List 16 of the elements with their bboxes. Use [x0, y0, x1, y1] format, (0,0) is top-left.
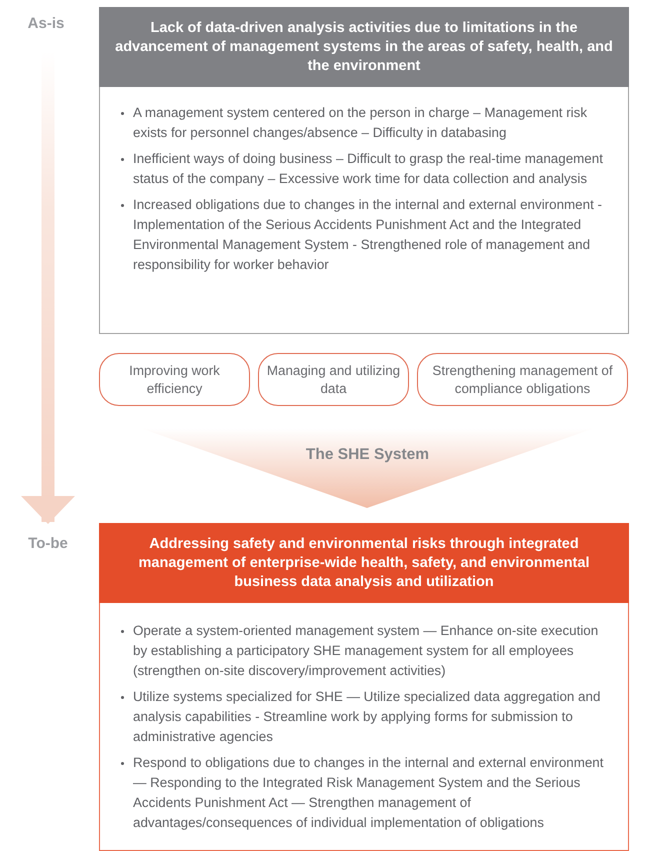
header-text: Lack of data-driven analysis activities due to limitations in the advancement of management systems in the areas of safety, health, and the environment [114, 18, 614, 76]
goal-pill: Strengthening management of compliance obligations [417, 353, 628, 406]
stage-label: To-be [18, 534, 78, 556]
goal-pill: Managing and utilizing data [258, 353, 409, 406]
bullet-text: A management system centered on the person in charge – Management risk exists for personnel changes/absence – Difficulty in databasing [133, 105, 588, 140]
bullet-text: Inefficient ways of doing business – Difficult to grasp the real-time management status of the company – Excessive work time for data collection and analysis [133, 151, 603, 186]
bullet-text: Increased obligations due to changes in the internal and external environment - Implementation of the Serious Accidents Punishment Act and the Integrated Environmental Management System - Strengthened role of management and responsibility for worker behavior [133, 197, 602, 272]
bullet-text: Respond to obligations due to changes in the internal and external environment — Responding to the Integrated Risk Management System and the Serious Accidents Punishment Act — Strengthen management of advantages/consequences of individual implementation of obligations [133, 755, 604, 830]
header-text: Addressing safety and environmental risks through integrated management of enterprise-wide health, safety, and environmental business data analysis and utilization [138, 534, 590, 592]
stage-label: As-is [18, 14, 74, 36]
summary-card [99, 7, 629, 334]
bullet-text: Utilize systems specialized for SHE — Utilize specialized data aggregation and analysis capabilities - Streamline work by applying forms for submission to administrative agencies [133, 689, 600, 744]
goal-pill: Improving work efficiency [99, 353, 250, 406]
summary-card [99, 523, 629, 851]
bullet-text: Operate a system-oriented management system — Enhance on-site execution by establishing a participatory SHE management system for all employees (strengthen on-site discovery/improvement activities) [133, 623, 598, 678]
funnel-title: The SHE System [304, 446, 430, 464]
